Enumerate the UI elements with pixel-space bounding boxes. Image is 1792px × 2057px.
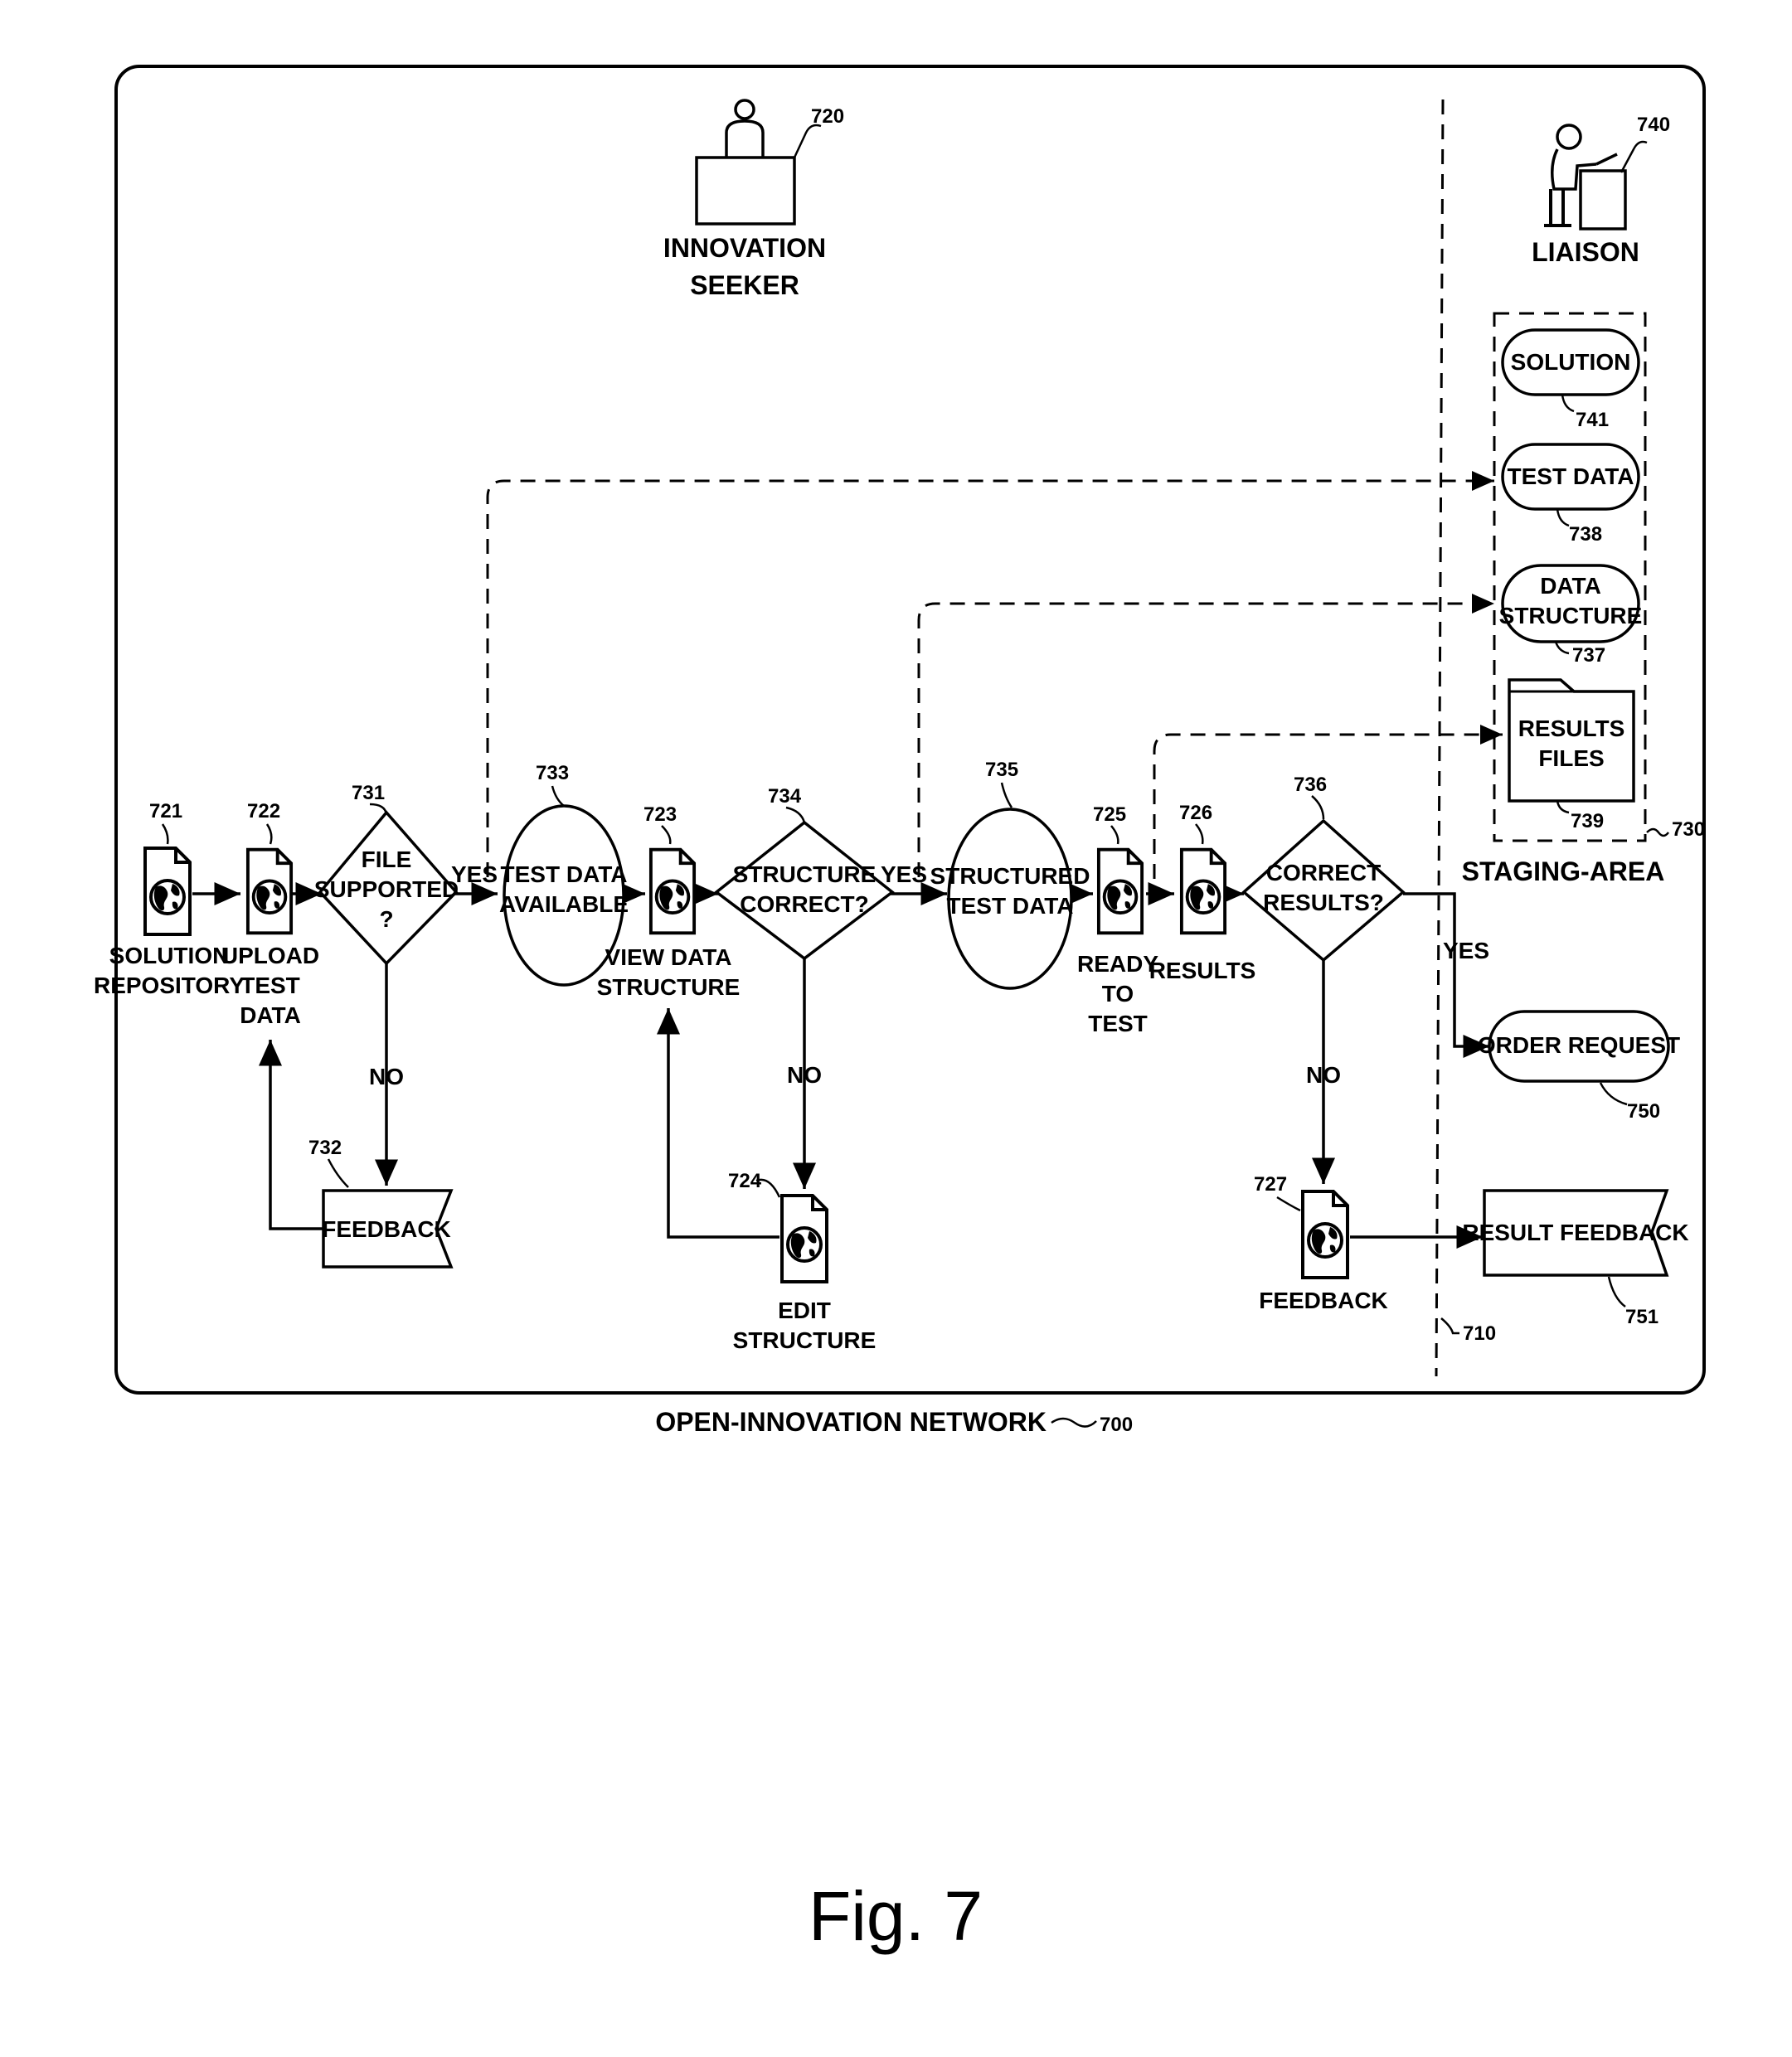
results-label: RESULTS <box>1149 958 1256 983</box>
liaison-label: LIAISON <box>1532 237 1639 267</box>
staging-data-structure-label-1: DATA <box>1540 573 1601 599</box>
feedback-label: FEEDBACK <box>1259 1288 1388 1313</box>
ref-734: 734 <box>768 785 802 808</box>
edit-structure-label-2: STRUCTURE <box>733 1327 877 1353</box>
ready-to-test-label-1: READY <box>1077 951 1158 977</box>
file-supported-line-3: ? <box>379 906 393 932</box>
staging-results-files-label-1: RESULTS <box>1518 716 1625 741</box>
file-supported-line-2: SUPPORTED <box>314 876 459 902</box>
boundary-ref: 710 <box>1463 1322 1496 1345</box>
edge-yes-3: YES <box>1443 938 1489 963</box>
ref-732: 732 <box>308 1137 342 1159</box>
staging-data-structure-ref: 737 <box>1572 644 1605 667</box>
liaison-ref: 740 <box>1637 114 1670 136</box>
seeker-ref: 720 <box>811 105 844 128</box>
solution-repository-doc-icon <box>145 848 190 934</box>
structure-correct-decision <box>716 822 892 958</box>
ref-751: 751 <box>1625 1306 1658 1328</box>
edit-structure-doc-icon <box>782 1196 827 1282</box>
staging-ref: 730 <box>1672 818 1705 841</box>
ref-723: 723 <box>643 803 677 826</box>
structure-correct-line-2: CORRECT? <box>740 891 869 917</box>
staging-data-structure-label-2: STRUCTURE <box>1499 603 1643 628</box>
upload-test-data-label-2: TEST <box>240 973 300 998</box>
ref-750: 750 <box>1627 1100 1660 1123</box>
innovation-seeker-icon <box>697 100 794 224</box>
ref-722: 722 <box>247 800 280 822</box>
upload-test-data-label-1: UPLOAD <box>221 943 319 968</box>
view-data-structure-label-2: STRUCTURE <box>597 974 741 1000</box>
ref-735: 735 <box>985 759 1018 781</box>
structured-test-data-line-1: STRUCTURED <box>930 863 1090 889</box>
ref-736: 736 <box>1294 774 1327 796</box>
ref-731: 731 <box>352 782 385 804</box>
correct-results-line-1: CORRECT <box>1266 860 1381 885</box>
upload-test-data-label-3: DATA <box>240 1002 301 1028</box>
ref-721: 721 <box>149 800 182 822</box>
network-ref: 700 <box>1100 1414 1133 1436</box>
figure-label: Fig. 7 <box>809 1877 983 1955</box>
staging-test-data-label: TEST DATA <box>1508 463 1634 489</box>
staging-test-data-ref: 738 <box>1569 523 1602 546</box>
view-data-structure-doc-icon <box>651 850 694 934</box>
seeker-label-2: SEEKER <box>690 270 799 300</box>
order-request-label: ORDER REQUEST <box>1478 1032 1680 1058</box>
edge-no-2: NO <box>787 1062 822 1088</box>
upload-test-data-doc-icon <box>248 850 291 934</box>
view-data-structure-label-1: VIEW DATA <box>605 944 732 970</box>
structured-test-data-line-2: TEST DATA <box>947 893 1074 919</box>
liaison-boundary <box>1436 99 1443 1376</box>
seeker-label-1: INNOVATION <box>663 233 826 263</box>
correct-results-line-2: RESULTS? <box>1263 890 1384 915</box>
ready-to-test-label-3: TEST <box>1088 1011 1148 1036</box>
liaison-icon <box>1544 125 1625 229</box>
solution-repository-label-2: REPOSITORY <box>94 973 245 998</box>
structure-correct-line-1: STRUCTURE <box>733 861 877 887</box>
result-feedback-label: RESULT FEEDBACK <box>1462 1220 1688 1245</box>
edit-structure-label-1: EDIT <box>778 1298 831 1323</box>
ref-727: 727 <box>1254 1173 1287 1196</box>
ref-726: 726 <box>1179 802 1212 824</box>
ready-to-test-doc-icon <box>1099 850 1142 934</box>
solution-repository-label-1: SOLUTION <box>109 943 230 968</box>
staging-results-files-ref: 739 <box>1571 810 1604 832</box>
feedback-doc-icon <box>1303 1191 1348 1278</box>
staging-label: STAGING-AREA <box>1462 856 1665 886</box>
ref-725: 725 <box>1093 803 1126 826</box>
feedback-flag-label: FEEDBACK <box>322 1216 451 1242</box>
edge-yes-1: YES <box>451 861 498 887</box>
network-label: OPEN-INNOVATION NETWORK <box>655 1407 1047 1437</box>
test-data-available-line-2: AVAILABLE <box>499 891 629 917</box>
test-data-available-line-1: TEST DATA <box>501 861 628 887</box>
results-doc-icon <box>1182 850 1225 934</box>
edge-no-1: NO <box>369 1064 404 1089</box>
staging-results-files-label-2: FILES <box>1538 745 1604 771</box>
ready-to-test-label-2: TO <box>1102 981 1134 1007</box>
staging-solution-label: SOLUTION <box>1511 349 1631 375</box>
staging-solution-ref: 741 <box>1576 409 1609 431</box>
edge-no-3: NO <box>1306 1062 1341 1088</box>
file-supported-line-1: FILE <box>362 847 412 872</box>
ref-733: 733 <box>536 762 569 784</box>
edge-yes-2: YES <box>881 861 927 887</box>
